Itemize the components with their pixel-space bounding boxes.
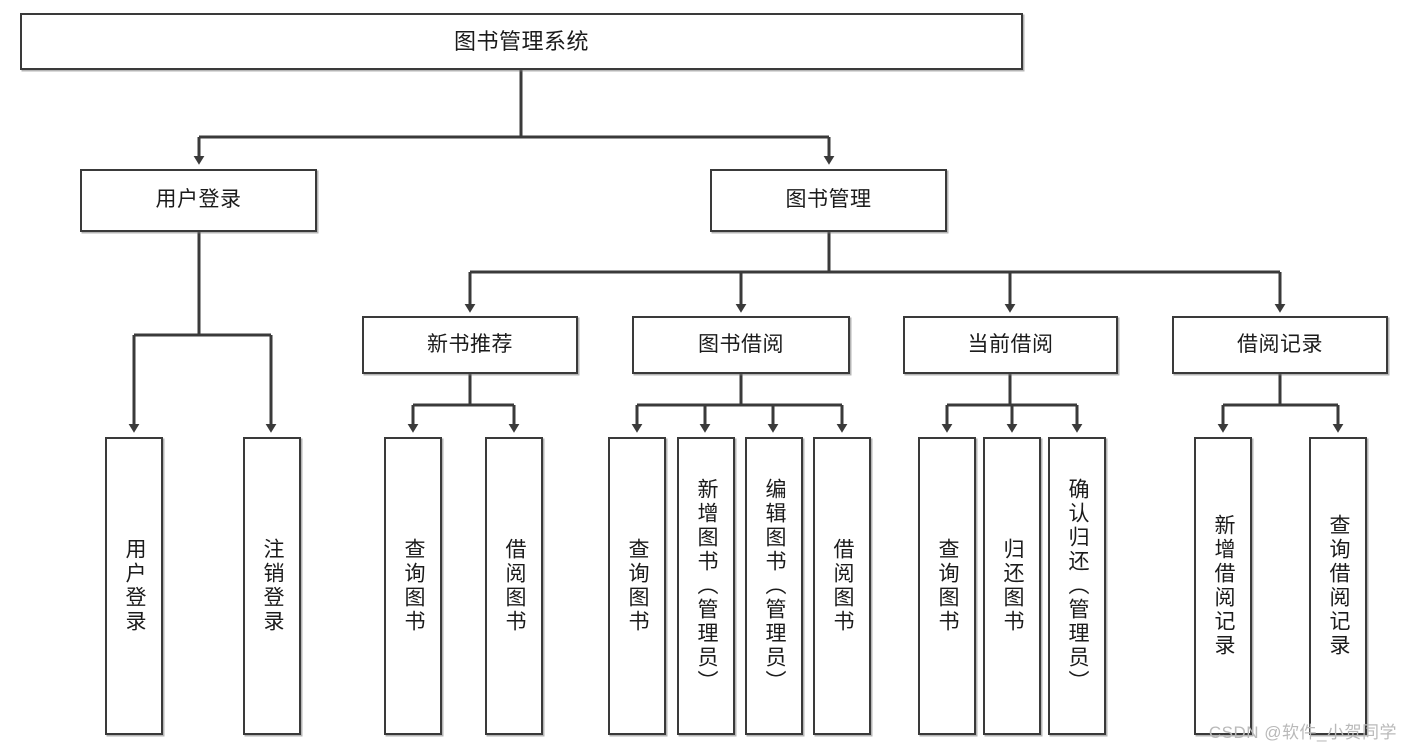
- node-new-book-recommend-label: 新书推荐: [427, 332, 513, 356]
- node-leaf-query-book-3[interactable]: 查询图书: [918, 437, 976, 735]
- node-leaf-confirm-return-label: 确认归还（管理员）: [1066, 478, 1090, 694]
- node-leaf-user-logout[interactable]: 注销登录: [243, 437, 301, 735]
- node-user-login[interactable]: 用户登录: [80, 169, 317, 232]
- node-new-book-recommend[interactable]: 新书推荐: [362, 316, 578, 374]
- node-current-borrow[interactable]: 当前借阅: [903, 316, 1118, 374]
- node-leaf-add-book-label: 新增图书（管理员）: [695, 478, 719, 694]
- node-leaf-query-book-2-label: 查询图书: [626, 538, 650, 634]
- node-book-borrow-label: 图书借阅: [698, 332, 784, 356]
- node-leaf-borrow-book-1-label: 借阅图书: [503, 538, 527, 634]
- node-leaf-add-book[interactable]: 新增图书（管理员）: [677, 437, 735, 735]
- node-leaf-borrow-book-2[interactable]: 借阅图书: [813, 437, 871, 735]
- node-leaf-add-record-label: 新增借阅记录: [1212, 514, 1236, 658]
- node-leaf-user-login-label: 用户登录: [123, 538, 147, 634]
- node-leaf-query-book-1[interactable]: 查询图书: [384, 437, 442, 735]
- node-leaf-query-record-label: 查询借阅记录: [1327, 514, 1351, 658]
- node-leaf-borrow-book-2-label: 借阅图书: [831, 538, 855, 634]
- node-leaf-query-book-2[interactable]: 查询图书: [608, 437, 666, 735]
- node-book-manage[interactable]: 图书管理: [710, 169, 947, 232]
- node-leaf-confirm-return[interactable]: 确认归还（管理员）: [1048, 437, 1106, 735]
- node-root[interactable]: 图书管理系统: [20, 13, 1023, 70]
- node-leaf-query-record[interactable]: 查询借阅记录: [1309, 437, 1367, 735]
- node-book-manage-label: 图书管理: [785, 188, 872, 212]
- node-leaf-return-book-label: 归还图书: [1001, 538, 1025, 634]
- node-user-login-label: 用户登录: [155, 188, 242, 212]
- node-leaf-edit-book[interactable]: 编辑图书（管理员）: [745, 437, 803, 735]
- node-leaf-query-book-1-label: 查询图书: [402, 538, 426, 634]
- node-leaf-edit-book-label: 编辑图书（管理员）: [763, 478, 787, 694]
- node-leaf-query-book-3-label: 查询图书: [936, 538, 960, 634]
- node-borrow-record-label: 借阅记录: [1237, 332, 1323, 356]
- node-leaf-borrow-book-1[interactable]: 借阅图书: [485, 437, 543, 735]
- node-book-borrow[interactable]: 图书借阅: [632, 316, 850, 374]
- node-root-label: 图书管理系统: [453, 28, 589, 54]
- node-leaf-return-book[interactable]: 归还图书: [983, 437, 1041, 735]
- node-borrow-record[interactable]: 借阅记录: [1172, 316, 1388, 374]
- node-leaf-user-logout-label: 注销登录: [261, 538, 285, 634]
- node-leaf-add-record[interactable]: 新增借阅记录: [1194, 437, 1252, 735]
- node-current-borrow-label: 当前借阅: [967, 332, 1054, 356]
- node-leaf-user-login[interactable]: 用户登录: [105, 437, 163, 735]
